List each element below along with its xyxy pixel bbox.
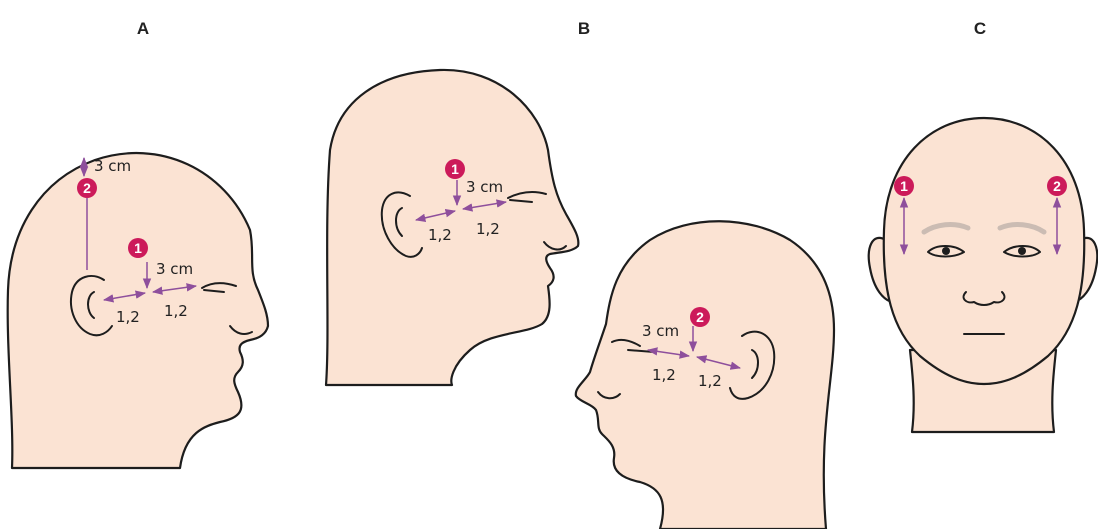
face-c-outline — [884, 118, 1084, 384]
svg-text:2: 2 — [83, 180, 91, 196]
label-b-lower-offset: 3 cm — [642, 322, 679, 340]
label-b-upper-seg-right: 1,2 — [476, 220, 500, 238]
panel-a-head: 3 cm 3 cm 1,2 1,2 1 2 — [8, 153, 268, 468]
label-a-offset: 3 cm — [156, 260, 193, 278]
panel-b-lower-head: 3 cm 1,2 1,2 2 — [576, 221, 834, 529]
svg-text:2: 2 — [1053, 178, 1061, 194]
svg-text:2: 2 — [696, 309, 704, 325]
svg-text:1: 1 — [900, 178, 908, 194]
marker-b-2: 2 — [690, 307, 710, 327]
panel-c-head: 1 2 — [869, 118, 1097, 432]
marker-c-1: 1 — [894, 176, 914, 196]
panel-label-a: A — [137, 19, 149, 38]
marker-c-2: 2 — [1047, 176, 1067, 196]
label-b-upper-offset: 3 cm — [466, 178, 503, 196]
label-a-top-offset: 3 cm — [94, 157, 131, 175]
label-a-seg-left: 1,2 — [116, 308, 140, 326]
label-b-lower-seg-left: 1,2 — [652, 366, 676, 384]
label-b-upper-seg-left: 1,2 — [428, 226, 452, 244]
panel-label-c: C — [974, 19, 986, 38]
label-a-seg-right: 1,2 — [164, 302, 188, 320]
label-b-lower-seg-right: 1,2 — [698, 372, 722, 390]
marker-a-2: 2 — [77, 178, 97, 198]
panel-b-upper-head: 3 cm 1,2 1,2 1 — [326, 70, 578, 385]
svg-text:1: 1 — [134, 240, 142, 256]
head-b-upper-outline — [326, 70, 578, 385]
panel-label-b: B — [578, 19, 590, 38]
svg-text:1: 1 — [451, 161, 459, 177]
marker-b-1: 1 — [445, 159, 465, 179]
marker-a-1: 1 — [128, 238, 148, 258]
